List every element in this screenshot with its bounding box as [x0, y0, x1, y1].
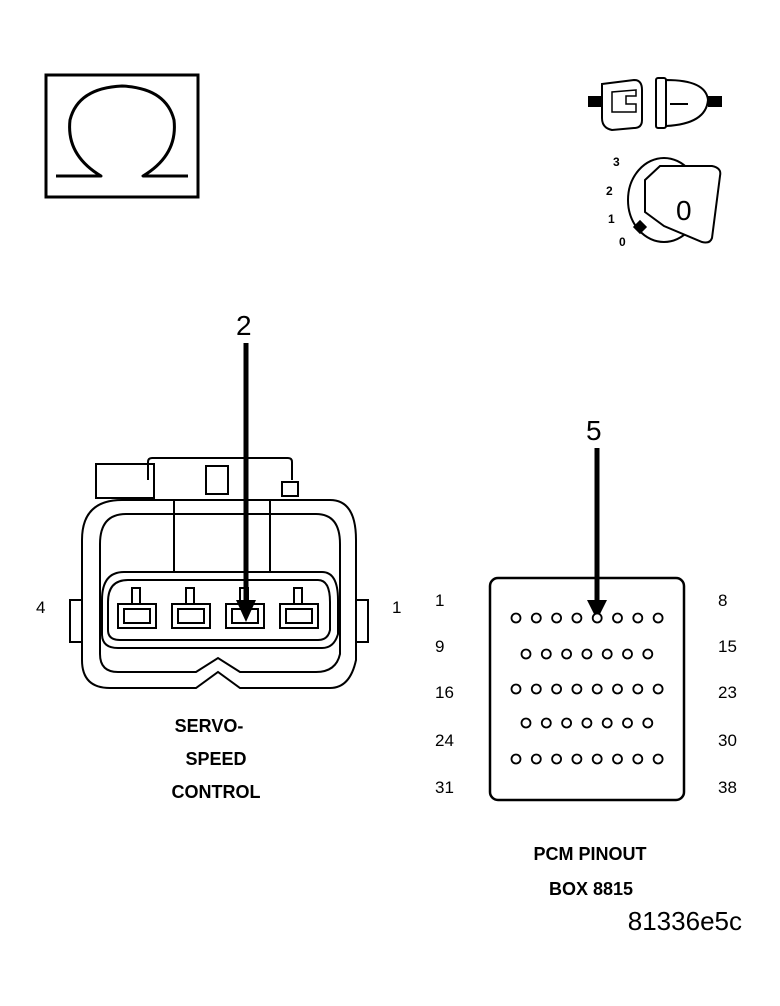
servo-caption-line-1: SERVO-: [175, 716, 244, 736]
pcm-row-1-start: 1: [435, 591, 444, 610]
switch-pos-0: 0: [619, 235, 626, 249]
pcm-pin-row5-7: [632, 753, 644, 765]
pcm-pin-row1-6: [612, 612, 623, 624]
pcm-pin-row3-1: [510, 683, 522, 695]
pcm-pin-row5-8: [652, 753, 664, 765]
pcm-pin-row5-4: [571, 753, 583, 765]
pcm-pin-row4-3: [561, 717, 572, 729]
pcm-pin-row3-2: [530, 683, 542, 695]
pcm-pin-row3-4: [571, 683, 583, 695]
pcm-pin-row2-6: [622, 648, 633, 660]
pcm-pin-row4-7: [642, 717, 654, 729]
switch-pos-2: 2: [606, 184, 613, 198]
switch-position-marker: [632, 219, 648, 235]
pcm-pin-row1-4: [571, 612, 583, 624]
servo-caption-line-2: SPEED: [185, 749, 246, 769]
ohm-icon: [56, 84, 188, 178]
pcm-pin-row1-5: [591, 612, 603, 624]
pcm-pin-row4-5: [601, 717, 613, 729]
pcm-pin-row5-2: [530, 753, 542, 765]
pcm-pin-row1-2: [530, 612, 542, 624]
pcm-callout-number: 5: [586, 415, 602, 446]
pcm-row-3-end: 23: [718, 683, 737, 702]
servo-pin-right-label: 1: [392, 598, 401, 617]
switch-pos-3: 3: [613, 155, 620, 169]
pcm-row-4-end: 30: [718, 731, 737, 750]
pcm-pin-row5-6: [612, 753, 623, 765]
pcm-pin-row1-3: [551, 612, 562, 624]
pcm-connector: [488, 576, 686, 802]
switch-pos-1: 1: [608, 212, 615, 226]
pcm-pin-row2-7: [642, 648, 654, 660]
pcm-pin-row2-3: [561, 648, 572, 660]
pcm-row-5-end: 38: [718, 778, 737, 797]
ignition-switch-icon: 3 2 1 0 0: [606, 155, 722, 249]
pcm-pin-row2-1: [520, 648, 532, 660]
pcm-pin-row1-1: [510, 612, 522, 624]
pcm-pin-row3-7: [632, 683, 644, 695]
pcm-pin-row5-3: [551, 753, 562, 765]
pcm-pin-grid: [510, 612, 664, 765]
pcm-pin-row5-5: [591, 753, 603, 765]
pcm-pin-row4-2: [540, 717, 552, 729]
disconnect-connector-icon: [588, 77, 722, 132]
pcm-pin-row2-5: [601, 648, 613, 660]
key-label: 0: [676, 195, 692, 226]
pcm-row-3-start: 16: [435, 683, 454, 702]
pcm-row-2-start: 9: [435, 637, 444, 656]
pcm-pin-row2-4: [581, 648, 593, 660]
pcm-pin-row1-8: [652, 612, 664, 624]
pcm-row-5-start: 31: [435, 778, 454, 797]
pcm-pin-row2-2: [540, 648, 552, 660]
pcm-row-2-end: 15: [718, 637, 737, 656]
pcm-pin-row4-1: [520, 717, 532, 729]
figure-id: 81336e5c: [628, 906, 742, 936]
pcm-pin-row4-6: [622, 717, 633, 729]
servo-caption-line-3: CONTROL: [172, 782, 261, 802]
pcm-pin-row3-5: [591, 683, 603, 695]
pcm-row-4-start: 24: [435, 731, 454, 750]
pcm-pin-row5-1: [510, 753, 522, 765]
pcm-row-1-end: 8: [718, 591, 727, 610]
pcm-caption-line-2: BOX 8815: [549, 879, 633, 899]
pcm-pin-row1-7: [632, 612, 644, 624]
pcm-caption-line-1: PCM PINOUT: [533, 844, 646, 864]
servo-connector: [69, 457, 369, 689]
pcm-pin-row3-8: [652, 683, 664, 695]
ohmmeter-symbol: [44, 73, 200, 199]
pcm-pin-row3-6: [612, 683, 623, 695]
servo-pin-left-label: 4: [36, 598, 45, 617]
servo-callout-number: 2: [236, 310, 252, 341]
pcm-pin-row4-4: [581, 717, 593, 729]
pcm-pin-row3-3: [551, 683, 562, 695]
